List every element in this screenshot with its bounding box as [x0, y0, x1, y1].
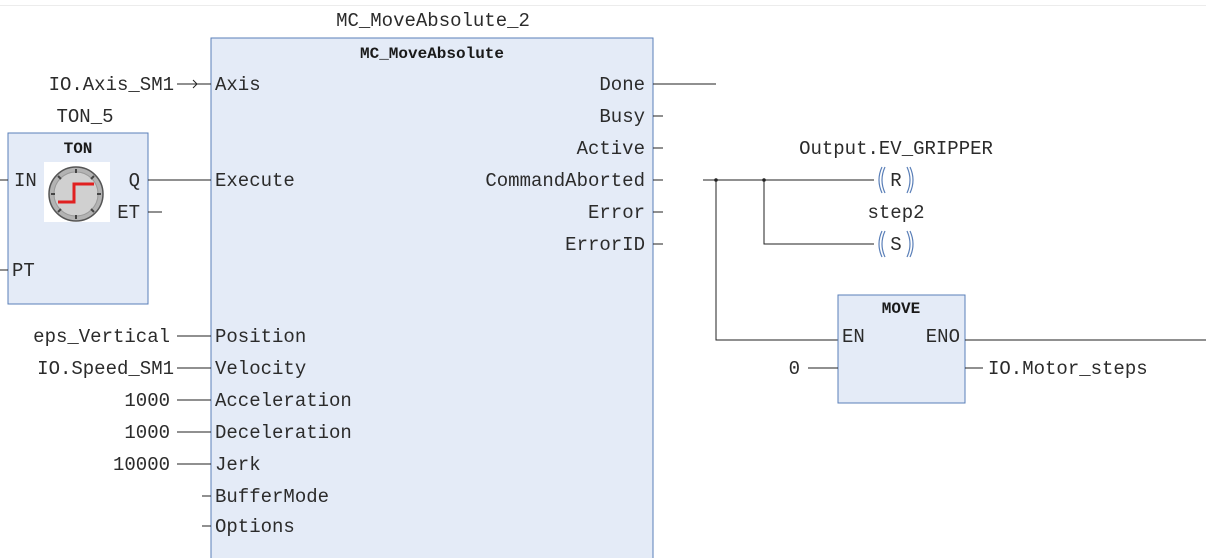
move-block[interactable]: [837, 294, 966, 404]
set-coil-letter: S: [890, 234, 901, 256]
position-argument[interactable]: eps_Vertical: [33, 326, 170, 348]
reset-coil[interactable]: R: [878, 166, 914, 194]
output-pin-error: Error: [588, 202, 645, 224]
move-absolute-type-name: MC_MoveAbsolute: [360, 45, 504, 63]
ton-pin-pt: PT: [12, 260, 35, 282]
output-pin-busy: Busy: [599, 106, 645, 128]
input-pin-axis: Axis: [215, 74, 261, 96]
output-pin-errorid: ErrorID: [565, 234, 645, 256]
output-pin-commandaborted: CommandAborted: [485, 170, 645, 192]
input-pin-options: Options: [215, 516, 295, 538]
input-pin-jerk: Jerk: [215, 454, 261, 476]
move-pin-eno: ENO: [926, 326, 960, 348]
ton-type-name: TON: [64, 140, 93, 158]
output-pin-active: Active: [577, 138, 645, 160]
velocity-argument[interactable]: IO.Speed_SM1: [37, 358, 174, 380]
ton-pin-in: IN: [14, 170, 37, 192]
input-pin-acceleration: Acceleration: [215, 390, 352, 412]
top-divider: [0, 5, 1206, 6]
input-pin-deceleration: Deceleration: [215, 422, 352, 444]
move-input-value[interactable]: 0: [789, 358, 800, 380]
deceleration-argument[interactable]: 1000: [124, 422, 170, 444]
axis-argument[interactable]: IO.Axis_SM1: [49, 74, 174, 96]
move-type-name: MOVE: [882, 300, 920, 318]
axis-input-wire: [177, 79, 211, 89]
move-output-variable[interactable]: IO.Motor_steps: [988, 358, 1148, 380]
move-absolute-instance-name[interactable]: MC_MoveAbsolute_2: [336, 10, 530, 32]
jerk-argument[interactable]: 10000: [113, 454, 170, 476]
set-coil-variable[interactable]: step2: [867, 202, 924, 224]
input-pin-velocity: Velocity: [215, 358, 306, 380]
acceleration-argument[interactable]: 1000: [124, 390, 170, 412]
timer-clock-icon: [44, 162, 110, 222]
ton-pin-q: Q: [129, 170, 140, 192]
set-coil-branch-wire: [763, 180, 874, 245]
ton-instance-name[interactable]: TON_5: [56, 106, 113, 128]
reset-coil-letter: R: [890, 170, 901, 192]
move-absolute-block[interactable]: [210, 37, 654, 558]
input-pin-buffermode: BufferMode: [215, 486, 329, 508]
move-pin-en: EN: [842, 326, 865, 348]
output-pin-done: Done: [599, 74, 645, 96]
set-coil[interactable]: S: [878, 230, 914, 258]
input-pin-position: Position: [215, 326, 306, 348]
ton-pin-et: ET: [117, 202, 140, 224]
reset-coil-variable[interactable]: Output.EV_GRIPPER: [799, 138, 993, 160]
input-pin-execute: Execute: [215, 170, 295, 192]
move-en-wire: [715, 180, 838, 341]
